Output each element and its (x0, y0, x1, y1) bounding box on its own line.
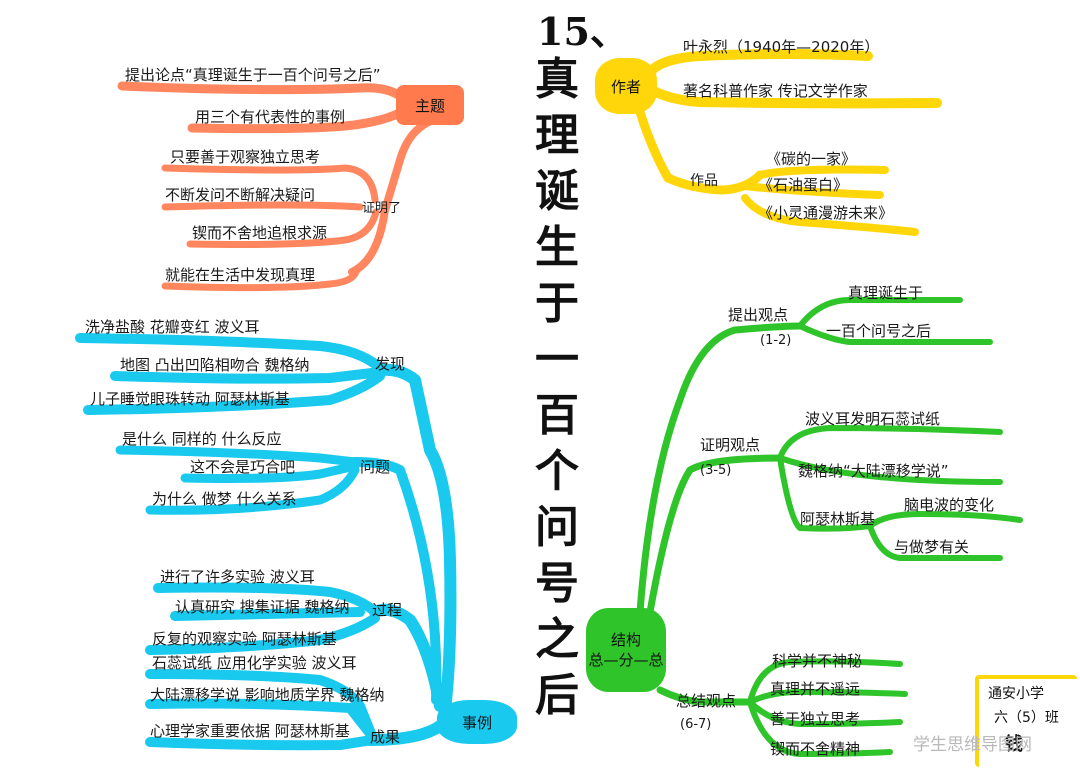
viewpoint-range: (1-2) (760, 333, 792, 348)
theme-proof-item: 锲而不舍地追根求源 (192, 224, 328, 242)
discovery-item: 洗净盐酸 花瓣变红 波义耳 (85, 318, 260, 336)
author-item: 著名科普作家 传记文学作家 (683, 82, 868, 100)
author-work: 《碳的一家》 (766, 150, 857, 168)
author-item: 叶永烈（1940年—2020年） (683, 38, 880, 56)
title-char: 诞 (535, 166, 579, 217)
title-prefix: 15、 (537, 9, 628, 54)
process-item: 反复的观察实验 阿瑟林斯基 (152, 630, 337, 648)
proof-range: (3-5) (700, 463, 732, 478)
question-item: 为什么 做梦 什么关系 (152, 490, 297, 508)
summary-item: 善于独立思考 (770, 710, 861, 728)
summary-item: 真理并不遥远 (770, 680, 861, 698)
title-char: 一 (535, 334, 579, 385)
discovery-item: 地图 凸出凹陷相吻合 魏格纳 (120, 356, 310, 374)
result-item: 石蕊试纸 应用化学实验 波义耳 (152, 654, 357, 672)
structure-node: 结构 总—分—总 (586, 608, 666, 692)
result-label: 成果 (370, 728, 401, 746)
title-char: 生 (535, 222, 579, 273)
result-item: 心理学家重要依据 阿瑟林斯基 (150, 722, 350, 740)
examples-node: 事例 (437, 700, 517, 744)
viewpoint-item: 一百个问号之后 (826, 322, 932, 340)
title-char: 号 (535, 558, 579, 609)
discovery-item: 儿子睡觉眼珠转动 阿瑟林斯基 (90, 390, 290, 408)
viewpoint-label: 提出观点 (728, 306, 789, 324)
viewpoint-item: 真理诞生于 (848, 284, 924, 302)
question-label: 问题 (360, 458, 391, 476)
theme-node: 主题 (396, 85, 464, 125)
theme-proof-item: 只要善于观察独立思考 (170, 148, 321, 166)
author-work: 《石油蛋白》 (758, 176, 849, 194)
signature-box (975, 675, 1077, 767)
process-item: 进行了许多实验 波义耳 (160, 568, 315, 586)
title-char: 个 (535, 446, 579, 497)
theme-proof-label: 证明了 (362, 201, 402, 216)
result-item: 大陆漂移学说 影响地质学界 魏格纳 (150, 686, 385, 704)
author-node: 作者 (595, 58, 657, 114)
signature-school: 通安小学 (988, 686, 1044, 702)
question-item: 这不会是巧合吧 (190, 458, 296, 476)
proof-sub-item: 脑电波的变化 (904, 496, 995, 514)
theme-item: 用三个有代表性的事例 (195, 108, 346, 126)
proof-item: 魏格纳“大陆漂移学说” (798, 462, 949, 480)
proof-label: 证明观点 (700, 436, 761, 454)
title-char: 真 (535, 54, 579, 105)
process-label: 过程 (372, 601, 403, 619)
process-item: 认真研究 搜集证据 魏格纳 (175, 598, 350, 616)
proof-item: 波义耳发明石蕊试纸 (805, 410, 941, 428)
title-char: 理 (535, 110, 579, 161)
author-work: 《小灵通漫游未来》 (758, 204, 894, 222)
title-char: 之 (535, 614, 579, 665)
proof-sub-label: 阿瑟林斯基 (800, 510, 876, 528)
summary-item: 科学并不神秘 (772, 652, 863, 670)
theme-proof-item: 就能在生活中发现真理 (165, 266, 316, 284)
watermark: 学生思维导图网 (913, 735, 1032, 755)
theme-item: 提出论点“真理诞生于一百个问号之后” (125, 66, 381, 84)
structure-node-line2: 总—分—总 (588, 651, 664, 669)
title-char: 后 (535, 670, 579, 721)
question-item: 是什么 同样的 什么反应 (122, 430, 282, 448)
theme-proof-item: 不断发问不断解决疑问 (165, 186, 316, 204)
signature-class: 六（5）班 (994, 710, 1059, 726)
title-char: 于 (535, 278, 579, 329)
summary-range: (6-7) (680, 717, 712, 732)
structure-node-line1: 结构 (610, 631, 641, 649)
title-char: 百 (535, 390, 579, 441)
proof-sub-item: 与做梦有关 (894, 538, 970, 556)
title-char: 问 (535, 502, 579, 553)
author-works-label: 作品 (690, 173, 718, 189)
signature-name: 钱 (1005, 734, 1023, 755)
summary-label: 总结观点 (676, 692, 737, 710)
summary-item: 锲而不舍精神 (770, 740, 861, 758)
discovery-label: 发现 (375, 355, 406, 373)
